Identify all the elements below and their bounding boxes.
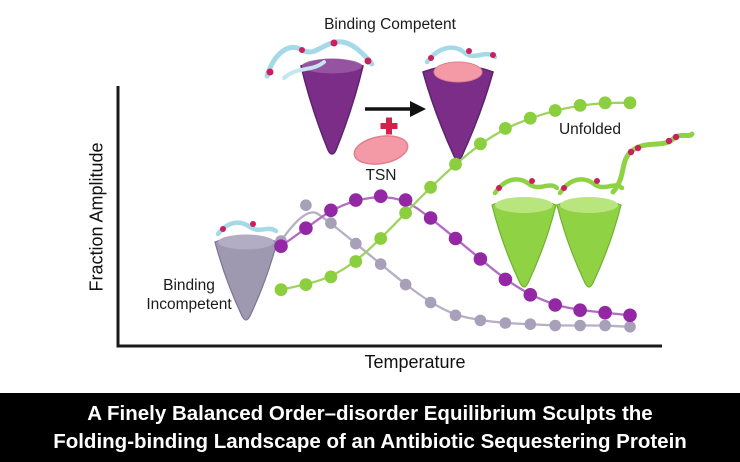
x-axis-label: Temperature — [364, 352, 466, 372]
tsn-label: TSN — [365, 167, 397, 184]
loop-strand-2 — [282, 60, 326, 80]
unfolded-data-point — [399, 206, 412, 220]
binding-incompetent-data-point — [499, 317, 512, 329]
antibiotic-dot — [634, 144, 642, 152]
antibiotic-dot — [220, 226, 226, 232]
unfolded-data-point — [324, 270, 338, 284]
binding-competent-data-point — [548, 298, 562, 312]
binding-incompetent-label-line1: Binding — [163, 277, 215, 294]
binding-competent-data-point — [324, 203, 338, 218]
chain-strand — [610, 131, 695, 195]
binding-competent-data-point — [573, 303, 587, 318]
funnel-rim — [560, 197, 618, 213]
funnel-rim — [302, 58, 362, 74]
y-axis-label: Fraction Amplitude — [86, 142, 107, 292]
antibiotic-dot — [299, 47, 305, 53]
unfolded-label: Unfolded — [558, 121, 622, 138]
unfolded-funnel-icon — [491, 177, 560, 288]
title-banner: A Finely Balanced Order–disorder Equilib… — [0, 393, 740, 462]
disordered-loop-icon — [264, 39, 375, 80]
binding-competent-data-point — [398, 193, 413, 207]
unfolded-chain-icon — [610, 131, 695, 195]
antibiotic-dot — [330, 39, 338, 47]
binding-incompetent-data-point — [599, 319, 611, 332]
antibiotic-dot — [672, 133, 680, 141]
antibiotic-dot — [250, 221, 256, 227]
binding-incompetent-data-point — [449, 309, 462, 322]
binding-incompetent-data-point — [549, 319, 561, 332]
binding-competent-label: Binding Competent — [324, 16, 456, 33]
antibiotic-dot — [496, 185, 502, 191]
unfolded-data-point — [623, 96, 637, 110]
binding-competent-data-point — [299, 221, 313, 235]
binding-incompetent-data-point — [424, 296, 437, 309]
antibiotic-dot — [266, 68, 274, 76]
binding-incompetent-data-point — [624, 321, 636, 333]
unfolded-data-point — [299, 278, 313, 291]
tsn-ligand-icon — [353, 135, 409, 165]
binding-competent-data-point — [349, 193, 363, 207]
antibiotic-dot — [627, 148, 635, 156]
antibiotic-dot — [561, 185, 567, 191]
unfolded-data-point — [424, 180, 437, 194]
antibiotic-dot — [490, 52, 496, 58]
funnel-rim — [218, 234, 274, 250]
unfolded-data-point — [349, 255, 363, 268]
binding-incompetent-data-point — [574, 319, 586, 332]
binding-incompetent-label-line2: Incompetent — [146, 295, 232, 313]
title-line-1: A Finely Balanced Order–disorder Equilib… — [87, 402, 653, 425]
binding-incompetent-data-point — [350, 237, 362, 250]
antibiotic-dot — [594, 178, 600, 184]
loop-strand — [264, 39, 375, 79]
binding-incompetent-data-point — [399, 278, 412, 291]
binding-incompetent-data-point — [300, 199, 312, 211]
antibiotic-dot — [665, 137, 673, 145]
unfolded-data-point — [499, 121, 512, 135]
unfolded-data-point — [548, 104, 562, 117]
antibiotic-dot — [466, 48, 472, 54]
unfolded-data-point — [598, 96, 612, 110]
binding-incompetent-data-point — [474, 314, 487, 327]
binding-incompetent-funnel-icon — [214, 220, 279, 321]
title-line-2: Folding-binding Landscape of an Antibiot… — [53, 430, 687, 453]
unfolded-data-point — [374, 232, 388, 245]
binding-incompetent-label: Binding Incompetent — [133, 277, 245, 314]
binding-competent-data-point — [623, 308, 637, 323]
binding-competent-data-point — [423, 211, 438, 225]
loop-strand — [492, 177, 560, 196]
unfolded-data-point — [573, 99, 587, 112]
loop-strand — [424, 45, 498, 65]
binding-incompetent-data-point — [325, 217, 337, 229]
funnel-rim — [495, 197, 553, 213]
antibiotic-dot — [364, 57, 372, 65]
binding-competent-data-point — [473, 252, 488, 266]
binding-incompetent-data-point — [374, 258, 387, 270]
loop-strand — [215, 220, 279, 237]
antibiotic-dot — [529, 178, 535, 184]
antibiotic-dot — [428, 55, 434, 61]
tsn-blob — [353, 135, 409, 165]
binding-competent-data-point — [448, 231, 463, 246]
bound-tsn-blob — [433, 61, 483, 83]
binding-incompetent-data-point — [524, 318, 537, 331]
binding-competent-data-point — [373, 189, 388, 203]
binding-competent-data-point — [598, 305, 612, 320]
binding-competent-bound-funnel-icon — [422, 45, 498, 161]
